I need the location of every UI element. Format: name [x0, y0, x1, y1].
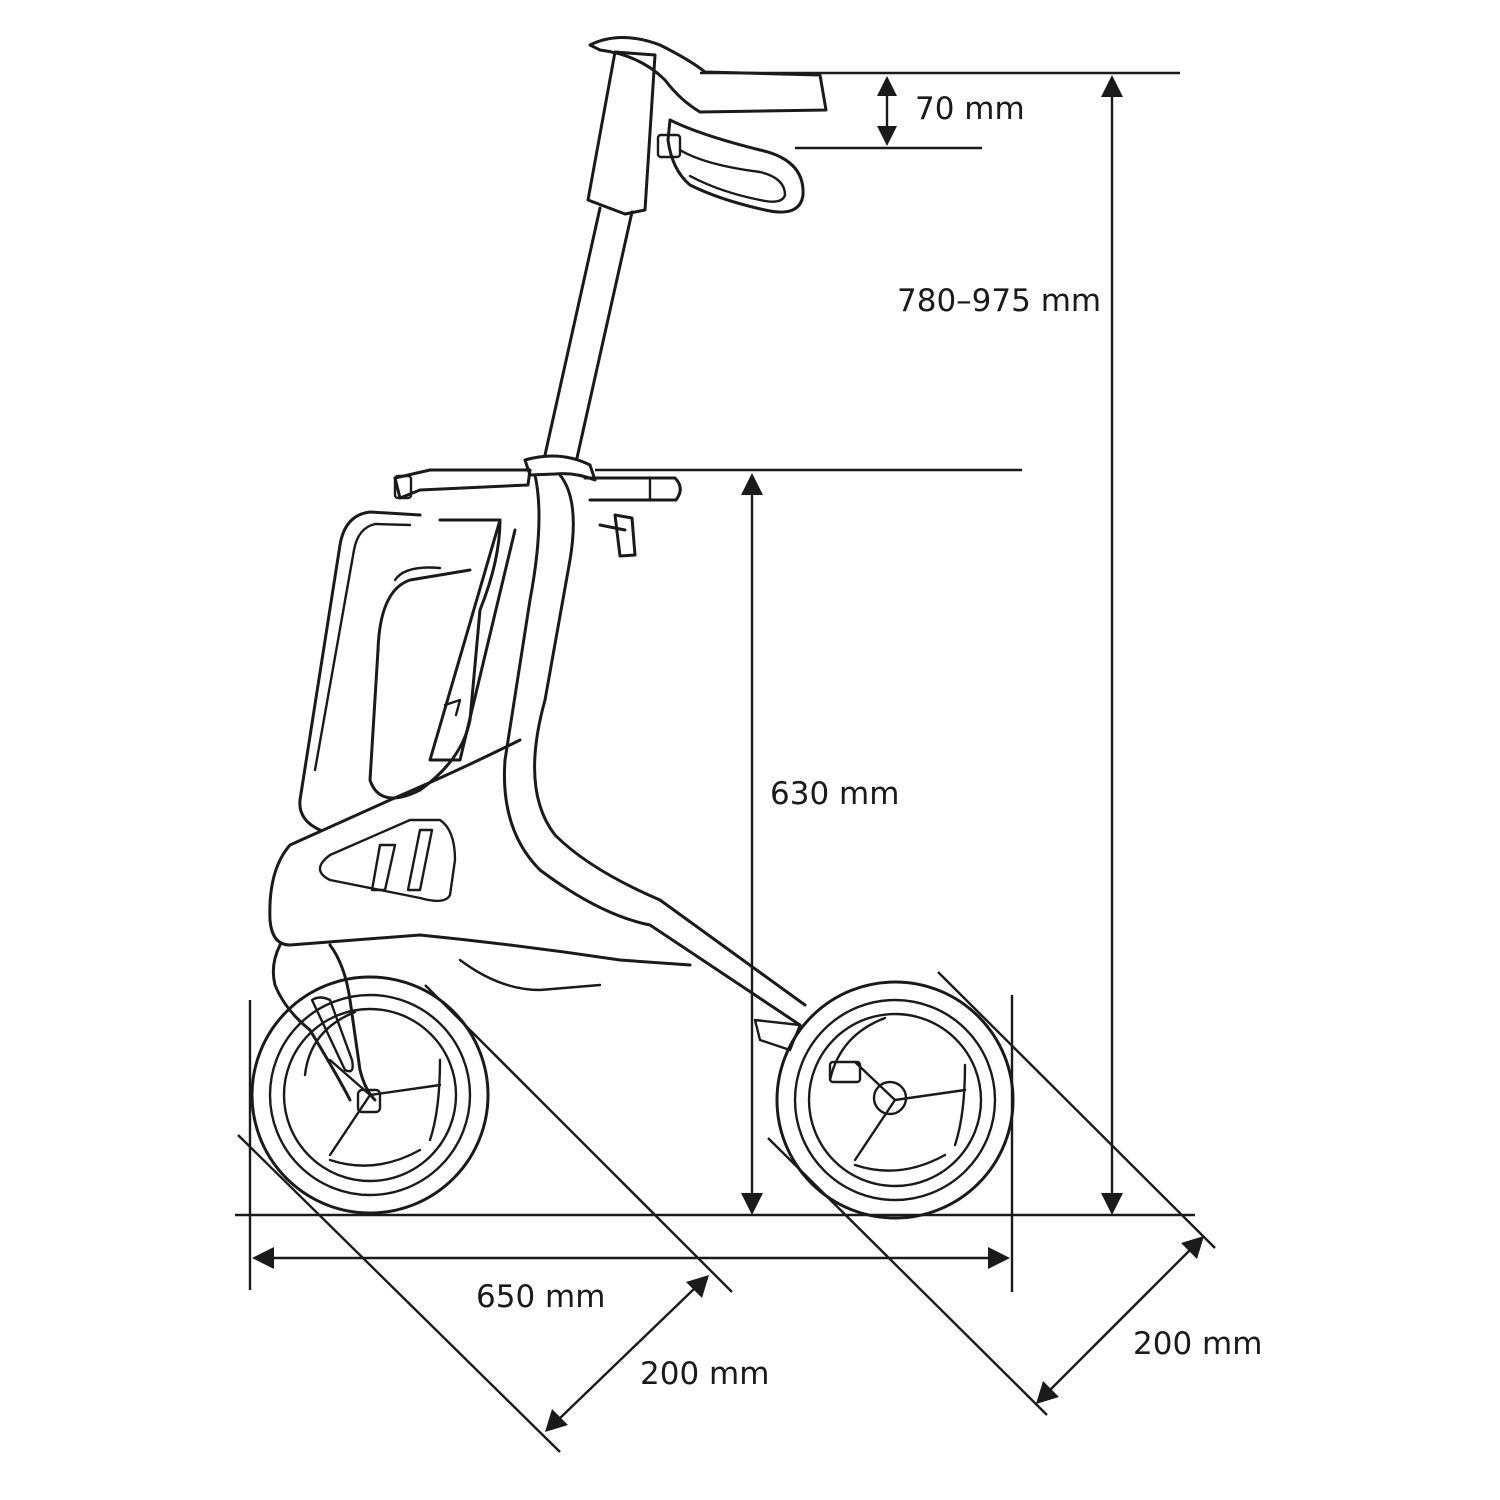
rear-wheel-label: 200 mm	[1133, 1326, 1262, 1362]
front-wheel	[250, 975, 490, 1215]
cross-brace	[428, 518, 517, 762]
height-adjust-post	[543, 206, 602, 457]
front-handlebar	[583, 476, 682, 502]
brake-lever	[666, 118, 805, 214]
main-frame-front	[502, 473, 802, 1027]
basket	[368, 518, 502, 800]
handle-grip	[588, 36, 828, 114]
handle-height-label: 780–975 mm	[897, 283, 1101, 319]
rear-hub	[872, 1080, 908, 1116]
seat-top	[393, 468, 532, 500]
front-axle	[356, 1088, 382, 1114]
adjust-knob	[598, 513, 637, 558]
basket-frame	[298, 510, 422, 832]
dimension-lines	[235, 71, 1216, 1453]
handle-head	[586, 50, 657, 216]
front-wheel-dim-line	[557, 1287, 696, 1421]
rollator-illustration	[250, 36, 1015, 1220]
brake-clip	[656, 133, 682, 159]
front-wheel-label: 200 mm	[640, 1356, 769, 1392]
handle-drop-label: 70 mm	[915, 91, 1025, 127]
rear-wheel	[775, 980, 1015, 1220]
dimension-labels: 70 mm 780–975 mm 630 mm 650 mm 200 mm 20…	[476, 91, 1262, 1392]
seat-height-label: 630 mm	[770, 776, 899, 812]
rear-bracket	[753, 1018, 802, 1052]
rear-wheel-dim-line	[1049, 1249, 1191, 1391]
front-fork	[271, 943, 352, 1102]
length-label: 650 mm	[476, 1279, 605, 1315]
lower-frame	[268, 738, 692, 967]
